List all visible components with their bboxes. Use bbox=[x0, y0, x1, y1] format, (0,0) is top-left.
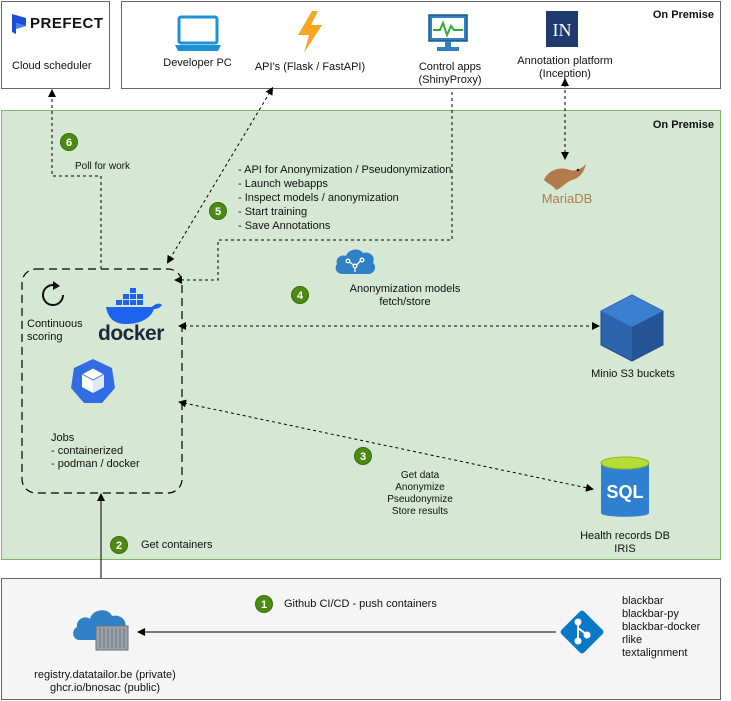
docker-group-frame bbox=[21, 268, 183, 494]
git-icon bbox=[558, 608, 606, 661]
prefect-box: PREFECT Cloud scheduler bbox=[1, 1, 110, 89]
poll-connector bbox=[48, 89, 102, 269]
step-6-badge: 6 bbox=[60, 133, 78, 151]
inception-logo-icon: IN bbox=[546, 11, 578, 47]
github-ci-label: Github CI/CD - push containers bbox=[284, 598, 437, 610]
onprem-top-label: On Premise bbox=[652, 9, 714, 21]
api-label: API's (Flask / FastAPI) bbox=[254, 61, 366, 73]
refresh-icon bbox=[38, 280, 68, 315]
developer-pc-label: Developer PC bbox=[163, 57, 232, 69]
cloud-scheduler-label: Cloud scheduler bbox=[12, 60, 92, 72]
continuous-scoring-label: Continuous scoring bbox=[27, 318, 83, 343]
mariadb-label: MariaDB bbox=[541, 191, 593, 206]
poll-for-work-label: Poll for work bbox=[75, 161, 131, 172]
minio-label: Minio S3 buckets bbox=[591, 368, 675, 380]
docker-whale-icon bbox=[102, 288, 166, 333]
models-label: Anonymization models fetch/store bbox=[349, 283, 461, 308]
annotation-platform-label: Annotation platform (Inception) bbox=[517, 55, 613, 80]
prefect-logo-icon bbox=[12, 14, 26, 39]
kubernetes-cube-icon bbox=[70, 358, 116, 409]
laptop-icon bbox=[173, 15, 223, 58]
repos-list: blackbar blackbar-py blackbar-docker rli… bbox=[622, 595, 701, 659]
lightning-icon bbox=[296, 11, 324, 58]
minio-cube-icon bbox=[599, 293, 665, 368]
step-3-badge: 3 bbox=[354, 447, 372, 465]
sql-database-icon: SQL bbox=[599, 455, 651, 526]
onprem-main-label: On Premise bbox=[652, 119, 714, 131]
cloud-network-icon bbox=[333, 246, 377, 281]
registry-label: registry.datatailor.be (private) ghcr.io… bbox=[34, 669, 176, 694]
step-4-badge: 4 bbox=[291, 286, 309, 304]
step-1-badge: 1 bbox=[255, 595, 273, 613]
docker-wordmark: docker bbox=[98, 322, 164, 345]
control-apps-label: Control apps (ShinyProxy) bbox=[418, 61, 482, 86]
mariadb-seal-icon bbox=[540, 160, 588, 197]
api-features-list: - API for Anonymization / Pseudonymizati… bbox=[238, 164, 452, 232]
get-containers-label: Get containers bbox=[141, 539, 213, 551]
data-steps-label: Get data Anonymize Pseudonymize Store re… bbox=[387, 470, 453, 517]
step-5-badge: 5 bbox=[209, 202, 227, 220]
monitor-chart-icon bbox=[427, 13, 469, 60]
step-2-badge: 2 bbox=[110, 536, 128, 554]
container-registry-icon bbox=[70, 604, 132, 659]
jobs-label: Jobs - containerized - podman / docker bbox=[51, 432, 140, 470]
prefect-logo-text: PREFECT bbox=[30, 15, 104, 32]
health-records-label: Health records DB IRIS bbox=[580, 530, 670, 555]
control-apps-connector bbox=[174, 92, 453, 284]
